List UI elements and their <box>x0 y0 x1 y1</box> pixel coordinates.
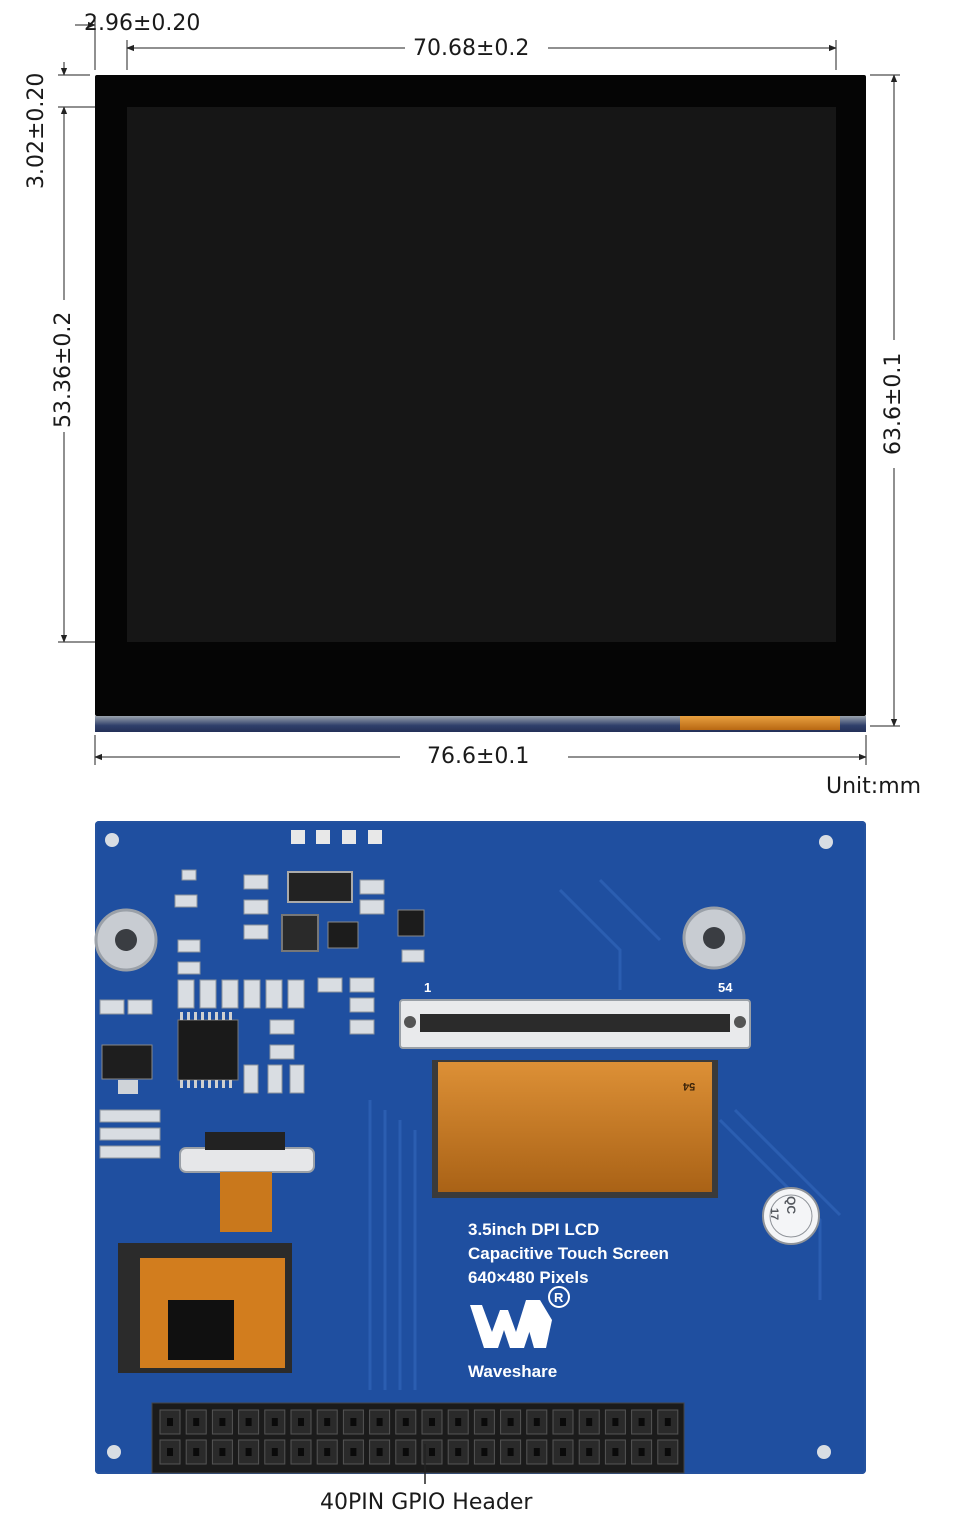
qc-sticker-number: 17 <box>768 1207 781 1221</box>
silkscreen-touch-type: Capacitive Touch Screen <box>468 1244 669 1263</box>
gpio-40pin-header <box>151 1402 685 1474</box>
fpc-pin-54-label: 54 <box>718 980 733 995</box>
dim-outline-width: 76.6±0.1 <box>427 744 530 769</box>
waveshare-logo <box>470 1300 552 1348</box>
svg-text:R: R <box>554 1290 564 1305</box>
dim-active-width: 70.68±0.2 <box>413 36 530 61</box>
lcd-fpc-tail <box>680 716 840 730</box>
mount-hole-left <box>94 908 158 972</box>
qc-sticker-text: QC <box>784 1196 798 1214</box>
fpc-pin-1-label: 1 <box>424 980 432 995</box>
dimension-lines <box>58 16 900 765</box>
silkscreen-product-name: 3.5inch DPI LCD <box>468 1220 600 1239</box>
mount-hole-right <box>682 906 746 970</box>
silkscreen-resolution: 640×480 Pixels <box>468 1268 589 1287</box>
qc-sticker <box>762 1187 820 1245</box>
gpio-header-label: 40PIN GPIO Header <box>320 1490 533 1515</box>
tssop-chip <box>177 1012 239 1088</box>
lcd-active-area <box>127 107 836 642</box>
dim-left-offset: 2.96±0.20 <box>84 11 201 36</box>
silkscreen-brand: Waveshare <box>468 1362 558 1381</box>
unit-label: Unit:mm <box>826 774 922 799</box>
lcd-backplate-edge <box>95 716 866 732</box>
fpc-connector-54pin <box>399 999 751 1049</box>
flex-pin-54-mark: 54 <box>683 1080 696 1092</box>
